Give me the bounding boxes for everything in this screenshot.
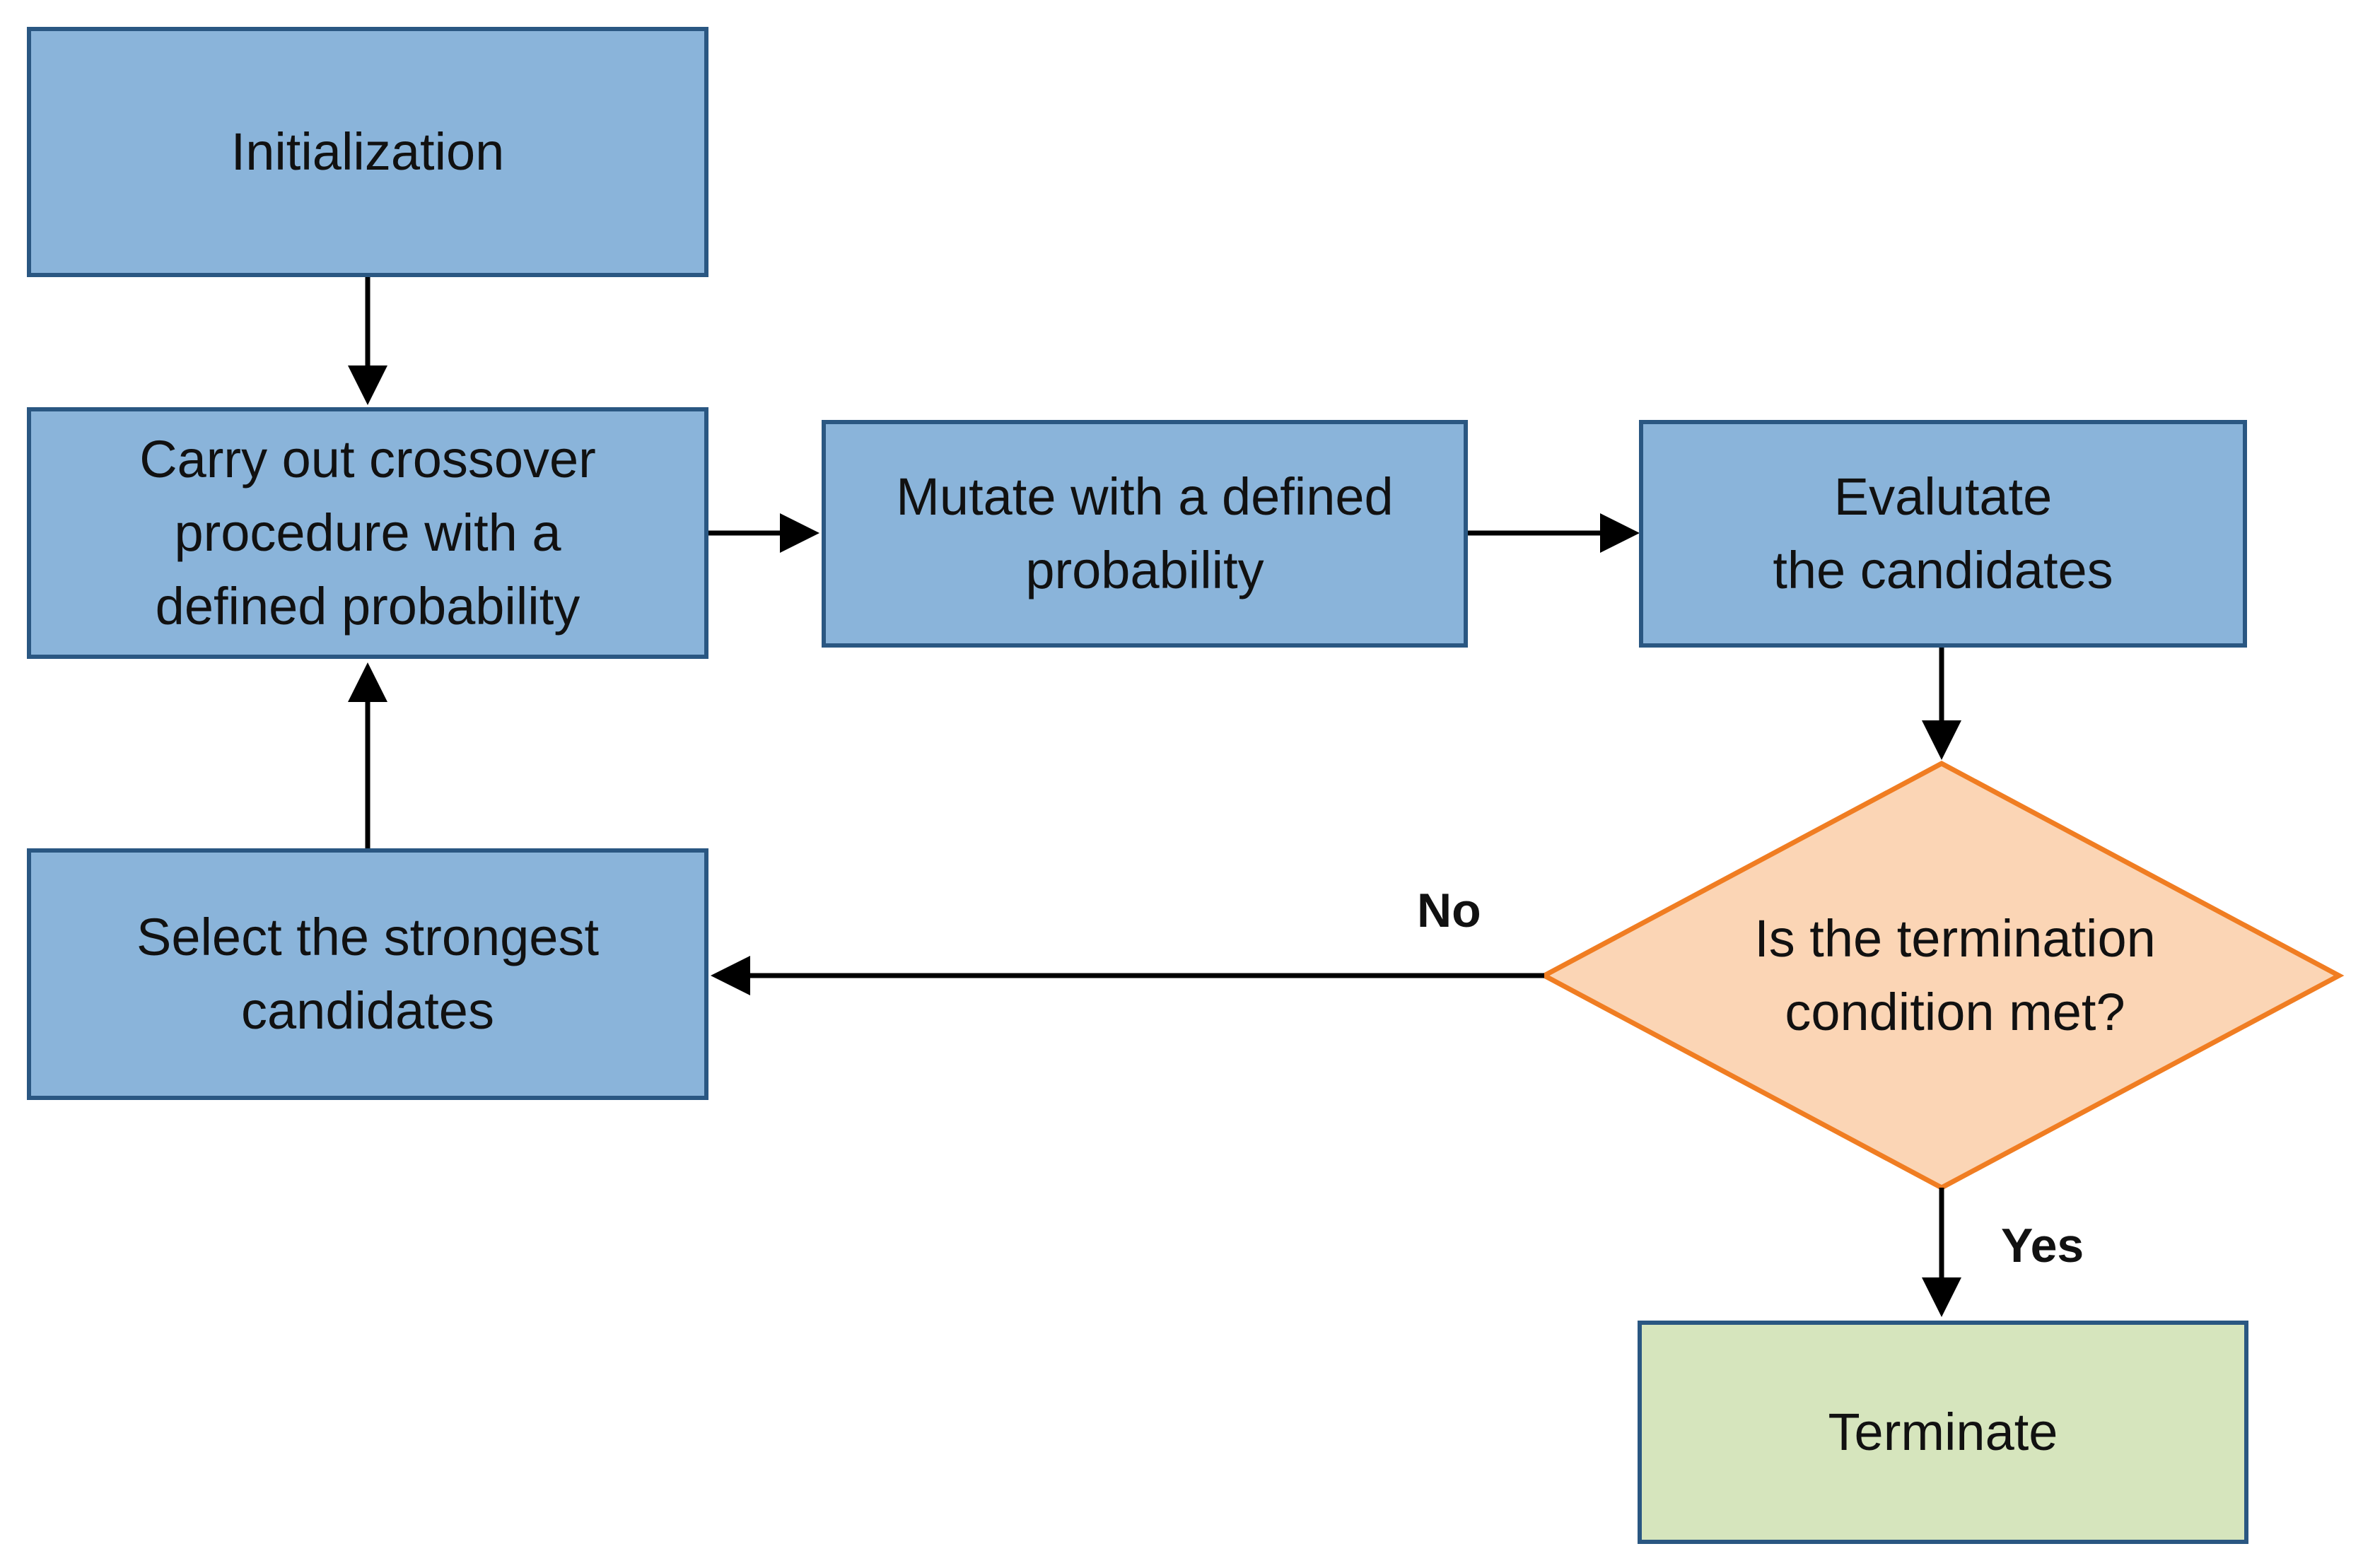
node-terminate: Terminate (1638, 1321, 2248, 1544)
edge-label-no: No (1417, 884, 1481, 937)
node-decision-label: Is the termination condition met? (1754, 909, 2156, 1041)
node-crossover: Carry out crossover procedure with a def… (27, 407, 708, 659)
node-mutate: Mutate with a defined probability (822, 420, 1468, 648)
edge-label-yes: Yes (2001, 1219, 2084, 1272)
node-select: Select the strongest candidates (27, 848, 708, 1100)
node-evaluate: Evalutate the candidates (1639, 420, 2247, 648)
node-initialization: Initialization (27, 27, 708, 277)
